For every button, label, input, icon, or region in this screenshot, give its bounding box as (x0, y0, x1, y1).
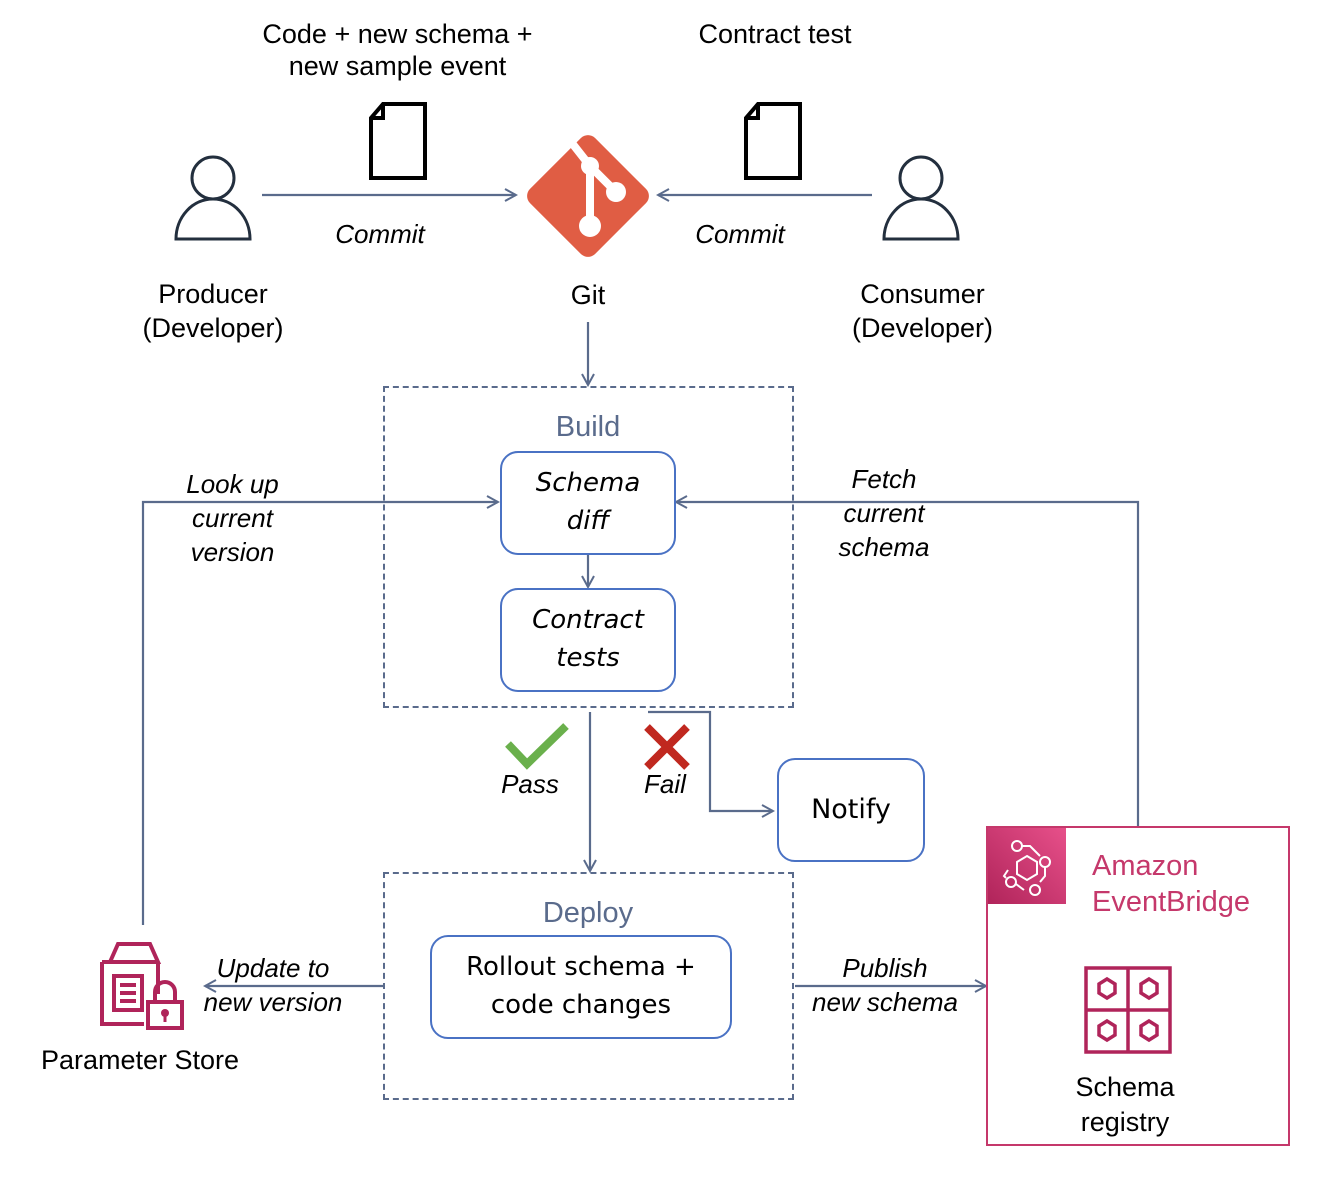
consumer-label: Consumer (Developer) (851, 279, 994, 343)
schema-registry-icon (1084, 966, 1172, 1054)
notify-node[interactable]: Notify (777, 758, 925, 862)
lookup-label: Look up current version (186, 469, 279, 567)
eventbridge-badge (988, 828, 1066, 904)
git-label: Git (570, 280, 606, 310)
schema-registry-label: Schema registry (1075, 1072, 1175, 1137)
deploy-stage-title: Deploy (542, 897, 634, 929)
build-stage (383, 386, 794, 708)
contract-tests-label: Contract tests (532, 605, 644, 673)
consumer-commit-label: Commit (695, 219, 785, 249)
deploy-stage (383, 872, 794, 1100)
check-icon (505, 723, 569, 770)
producer-user-icon (174, 155, 252, 241)
publish-label: Publish new schema (812, 953, 958, 1017)
eventbridge-icon (1002, 840, 1051, 896)
fetch-arrow (676, 502, 1140, 826)
producer-artifact-label: Code + new schema + new sample event (262, 19, 533, 82)
update-label: Update to new version (203, 953, 343, 1017)
lookup-arrow (141, 502, 498, 925)
document-icon (744, 102, 802, 180)
consumer-user-icon (882, 155, 960, 241)
schema-diff-node[interactable]: Schema diff (500, 451, 676, 555)
x-icon (644, 724, 690, 770)
build-stage-title: Build (555, 411, 621, 443)
rollout-node[interactable]: Rollout schema + code changes (430, 935, 732, 1039)
parameter-store-icon (100, 942, 184, 1030)
fail-label: Fail (644, 769, 686, 799)
parameter-store-label: Parameter Store (40, 1045, 240, 1075)
producer-label: Producer (Developer) (142, 279, 284, 343)
document-icon (369, 102, 427, 180)
producer-commit-label: Commit (335, 219, 425, 249)
eventbridge-title: Amazon EventBridge (1092, 850, 1250, 919)
consumer-artifact-label: Contract test (698, 19, 852, 49)
rollout-label: Rollout schema + code changes (466, 952, 696, 1020)
notify-label: Notify (811, 794, 891, 826)
contract-tests-node[interactable]: Contract tests (500, 588, 676, 692)
schema-diff-label: Schema diff (535, 468, 641, 536)
pass-label: Pass (501, 769, 559, 799)
git-logo-icon (527, 134, 649, 257)
fail-arrow (648, 710, 773, 811)
fetch-label: Fetch current schema (838, 464, 930, 562)
